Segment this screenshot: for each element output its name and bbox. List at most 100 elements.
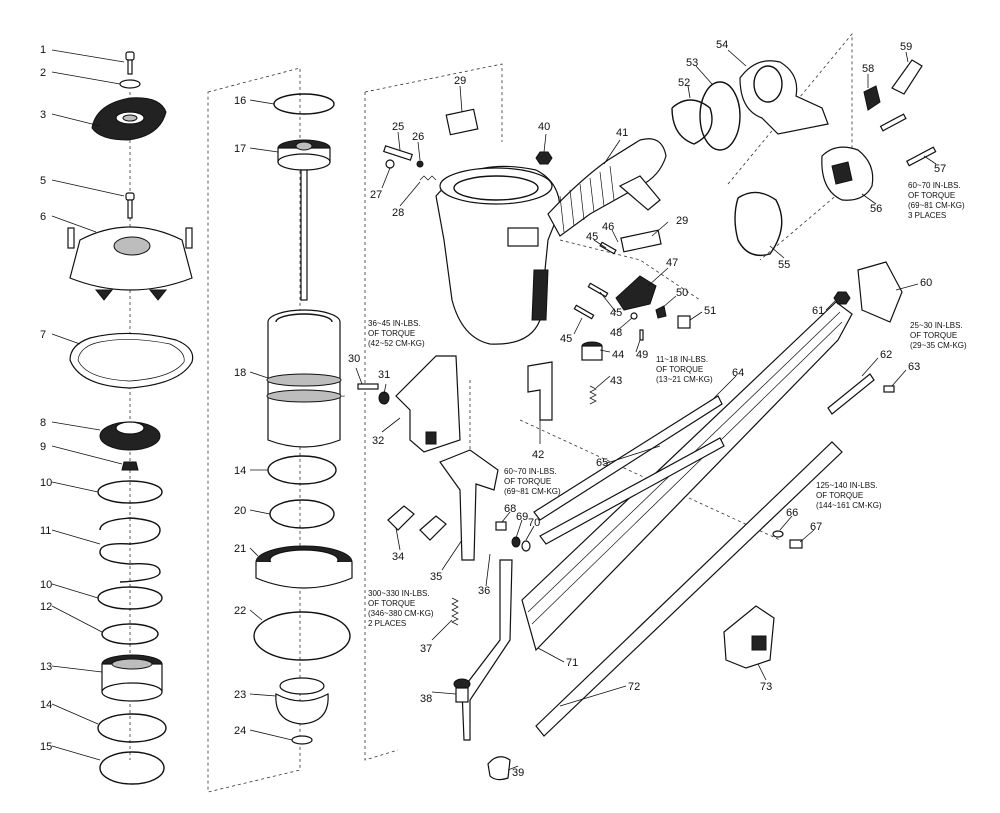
svg-text:(346~380 CM-KG): (346~380 CM-KG) [368,609,434,618]
svg-text:2 PLACES: 2 PLACES [368,619,406,628]
part-label: 37 [420,643,432,655]
part-label: 43 [610,375,622,387]
part-label: 9 [40,441,46,453]
leader-lines [51,49,937,771]
part-52-retaining-ring [671,99,713,145]
part-43-spring [589,385,597,405]
part-label: 17 [234,143,246,155]
part-label: 68 [504,503,516,515]
part-41-main-housing [435,138,667,345]
part-17-piston-driver [277,139,331,301]
part-56-coupler [821,146,874,201]
part-39-cap [487,756,511,781]
part-label: 67 [810,521,822,533]
part-label: 27 [370,189,382,201]
part-label: 8 [40,417,46,429]
part-21-cylinder-ring [255,545,353,589]
part-15-o-ring [99,751,165,785]
part-label: 49 [636,349,648,361]
part-label: 70 [528,517,540,529]
part-14-o-ring [97,713,167,743]
part-label: 50 [676,287,688,299]
part-label: 45 [560,333,572,345]
part-label: 57 [934,163,946,175]
part-66-washer [772,530,784,538]
part-28-spring [419,175,437,181]
part-37-spring [451,597,459,626]
part-label: 47 [666,257,678,269]
part-label: 46 [602,221,614,233]
part-42-latch [527,361,553,421]
part-35-driver-guide [439,449,499,561]
part-label: 29 [454,75,466,87]
part-label: 59 [900,41,912,53]
part-48-pin [630,312,638,320]
part-label: 55 [778,259,790,271]
svg-text:3 PLACES: 3 PLACES [908,211,946,220]
part-64-strip [533,395,723,521]
svg-text:(29~35 CM-KG): (29~35 CM-KG) [910,341,967,350]
svg-text:36~45 IN-LBS.: 36~45 IN-LBS. [368,319,421,328]
part-label: 15 [40,741,52,753]
part-label: 52 [678,77,690,89]
part-label: 21 [234,543,246,555]
part-32-contact-arm-guide [395,355,461,453]
part-57-bolts [879,113,937,167]
part-label: 14 [234,465,246,477]
svg-text:125~140 IN-LBS.: 125~140 IN-LBS. [816,481,878,490]
part-label: 22 [234,605,246,617]
part-label: 11 [40,525,51,537]
svg-text:(144~161 CM-KG): (144~161 CM-KG) [816,501,882,510]
part-9-nut [121,461,139,471]
part-label: 39 [512,767,524,779]
part-50-lever [655,305,667,319]
svg-text:60~70 IN-LBS.: 60~70 IN-LBS. [504,467,557,476]
part-27-ring [385,159,395,169]
part-51-nut [677,315,691,329]
part-label: 63 [908,361,920,373]
part-label: 12 [40,601,52,613]
part-label: 13 [40,661,52,673]
part-label: 42 [532,449,544,461]
part-47-trigger [615,275,657,311]
part-18-cylinder [266,309,342,448]
svg-text:25~30 IN-LBS.: 25~30 IN-LBS. [910,321,963,330]
part-label: 72 [628,681,640,693]
part-2-washer [119,79,141,89]
svg-text:(69~81 CM-KG): (69~81 CM-KG) [908,201,965,210]
part-29-label [445,108,479,136]
part-67-screw [789,539,803,549]
part-20-o-ring [269,499,335,529]
part-26-ball [416,160,424,168]
part-40-nut [535,151,553,165]
part-38-adjuster [453,678,471,703]
part-label: 40 [538,121,550,133]
part-label: 7 [40,329,46,341]
part-label: 45 [610,307,622,319]
part-12-o-ring [101,623,159,645]
part-63-screw [883,385,895,393]
part-label: 58 [862,63,874,75]
part-label: 18 [234,367,246,379]
svg-text:11~18 IN-LBS.: 11~18 IN-LBS. [656,355,708,364]
part-71-magazine [521,301,853,652]
part-label: 66 [786,507,798,519]
part-label: 56 [870,203,882,215]
part-label: 16 [234,95,246,107]
part-label: 38 [420,693,432,705]
svg-text:OF TORQUE: OF TORQUE [816,491,863,500]
torque-note-11-18: 11~18 IN-LBS. OF TORQUE (13~21 CM-KG) [656,355,713,384]
part-36-contact-arm [461,559,513,741]
part-11-spring [99,517,161,583]
part-58-filter [863,85,881,111]
torque-note-60-70-a: 60~70 IN-LBS. OF TORQUE (69~81 CM-KG) [504,467,561,496]
part-49-pin [639,329,644,341]
part-8-exhaust-deflector [99,421,161,451]
part-label: 32 [372,435,384,447]
part-label: 71 [566,657,578,669]
part-61-nut [833,291,851,305]
part-59-fitting [891,59,923,95]
part-54-end-cap [739,60,829,135]
part-label: 5 [40,175,46,187]
